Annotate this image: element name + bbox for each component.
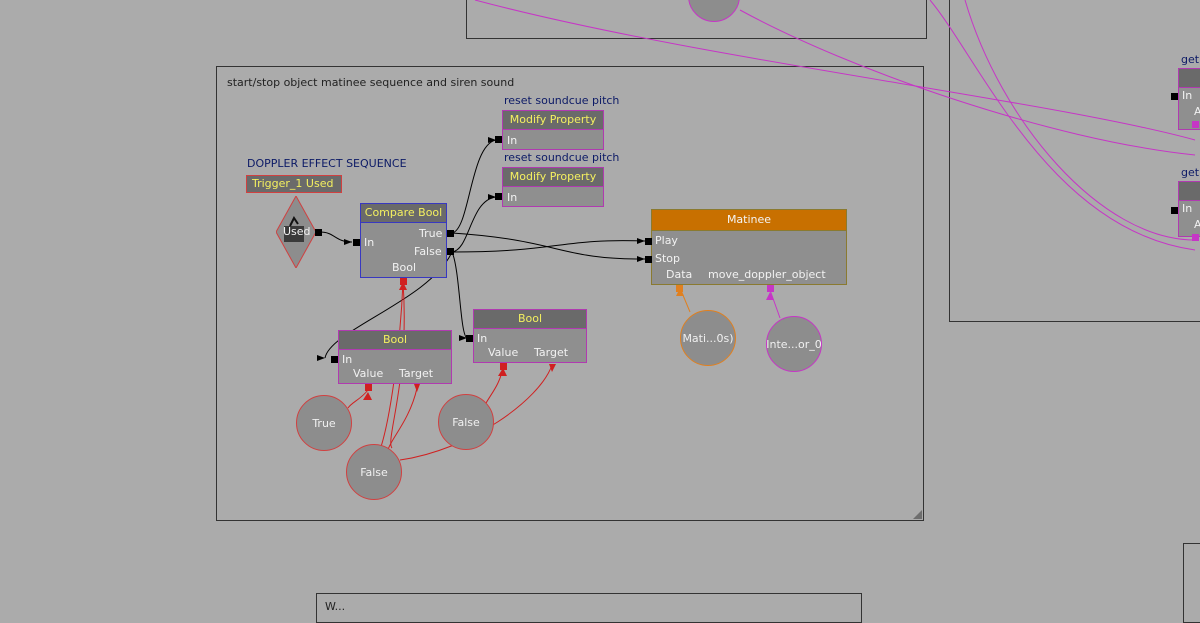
trigger-used-label: Used (283, 225, 311, 238)
modify-1-title: Modify Property (503, 111, 603, 130)
trigger-diamond-shape (275, 194, 317, 270)
bool-2-target-label: Target (534, 346, 569, 359)
right-node-1-var-pin[interactable] (1192, 121, 1199, 128)
bool-2-in-label: In (477, 332, 488, 345)
frame-resize-handle[interactable] (913, 510, 922, 519)
compare-bool-bool-label: Bool (392, 261, 417, 274)
trigger-used-output-pin[interactable] (315, 229, 322, 236)
right-node-1-a: A (1194, 105, 1200, 118)
interp-actor-variable[interactable]: Inte...or_0 (766, 316, 822, 372)
false-variable-1-label: False (452, 415, 480, 429)
compare-bool-true-pin[interactable] (447, 230, 454, 237)
modify-2-in-label: In (507, 191, 518, 204)
bool-1-value-pin[interactable] (365, 384, 372, 391)
false-variable-1[interactable]: False (438, 394, 494, 450)
trigger-event-diamond[interactable]: Used (275, 194, 317, 270)
right-comment-frame[interactable] (949, 0, 1200, 322)
matinee-data-label: Data (666, 268, 693, 281)
bool-2-value-pin[interactable] (500, 363, 507, 370)
matinee-data-variable-label: Mati...0s) (682, 331, 734, 345)
modify-2-title: Modify Property (503, 168, 603, 187)
bool-1-in-pin[interactable] (331, 356, 338, 363)
matinee-data-variable[interactable]: Mati...0s) (680, 310, 736, 366)
true-variable[interactable]: True (296, 395, 352, 451)
bool-2-in-pin[interactable] (466, 335, 473, 342)
matinee-data-pin[interactable] (676, 285, 683, 292)
right-node-1-in-pin[interactable] (1171, 93, 1178, 100)
modify-property-node-1[interactable]: Modify Property In (502, 110, 604, 150)
trigger-event-title[interactable]: Trigger_1 Used (246, 175, 342, 193)
right-node-1[interactable]: In A (1178, 68, 1200, 130)
compare-bool-true-label: True (419, 227, 443, 240)
modify-1-in-label: In (507, 134, 518, 147)
compare-bool-node[interactable]: Compare Bool In True False Bool (360, 203, 447, 278)
right-node-2-in: In (1182, 202, 1193, 215)
true-variable-label: True (312, 416, 336, 430)
right-node-2-title (1179, 182, 1200, 201)
modify-1-comment: reset soundcue pitch (504, 94, 620, 107)
modify-property-node-2[interactable]: Modify Property In (502, 167, 604, 207)
main-comment-frame[interactable] (216, 66, 924, 521)
bool-1-value-label: Value (353, 367, 384, 380)
matinee-object-pin[interactable] (767, 285, 774, 292)
bool-1-title: Bool (339, 331, 451, 350)
right-node-2[interactable]: In A (1178, 181, 1200, 237)
right-node-2-a: A (1194, 218, 1200, 231)
right-node-1-in: In (1182, 89, 1193, 102)
matinee-stop-pin[interactable] (645, 256, 652, 263)
bool-2-title: Bool (474, 310, 586, 329)
bool-node-2[interactable]: Bool In Value Target (473, 309, 587, 363)
compare-bool-in-label: In (364, 236, 375, 249)
right-get-label-1: get (1181, 53, 1200, 66)
trigger-event-title-text: Trigger_1 Used (252, 177, 334, 190)
matinee-stop-label: Stop (655, 252, 681, 265)
bool-1-target-label: Target (399, 367, 434, 380)
modify-2-in-pin[interactable] (495, 193, 502, 200)
right-node-2-in-pin[interactable] (1171, 207, 1178, 214)
compare-bool-false-pin[interactable] (447, 248, 454, 255)
modify-1-in-pin[interactable] (495, 136, 502, 143)
false-variable-2-label: False (360, 465, 388, 479)
right-node-1-title (1179, 69, 1200, 88)
right-node-2-var-pin[interactable] (1192, 234, 1199, 241)
false-variable-2[interactable]: False (346, 444, 402, 500)
interp-actor-variable-label: Inte...or_0 (766, 337, 822, 351)
matinee-title: Matinee (652, 210, 846, 231)
top-comment-frame[interactable] (466, 0, 927, 39)
bool-1-in-label: In (342, 353, 353, 366)
matinee-node[interactable]: Matinee Play Stop Data move_doppler_obje… (651, 209, 847, 285)
right-get-label-2: get (1181, 166, 1200, 179)
matinee-object-label: move_doppler_object (708, 268, 826, 281)
bool-2-value-label: Value (488, 346, 519, 359)
compare-bool-false-label: False (414, 245, 442, 258)
link-wires (317, 0, 1196, 461)
doppler-sequence-label: DOPPLER EFFECT SEQUENCE (247, 157, 407, 170)
compare-bool-bool-pin[interactable] (400, 278, 407, 285)
matinee-play-label: Play (655, 234, 678, 247)
compare-bool-title: Compare Bool (361, 204, 446, 223)
compare-bool-in-pin[interactable] (353, 239, 360, 246)
matinee-play-pin[interactable] (645, 238, 652, 245)
modify-2-comment: reset soundcue pitch (504, 151, 620, 164)
main-comment-label: start/stop object matinee sequence and s… (227, 76, 515, 89)
bool-node-1[interactable]: Bool In Value Target (338, 330, 452, 384)
